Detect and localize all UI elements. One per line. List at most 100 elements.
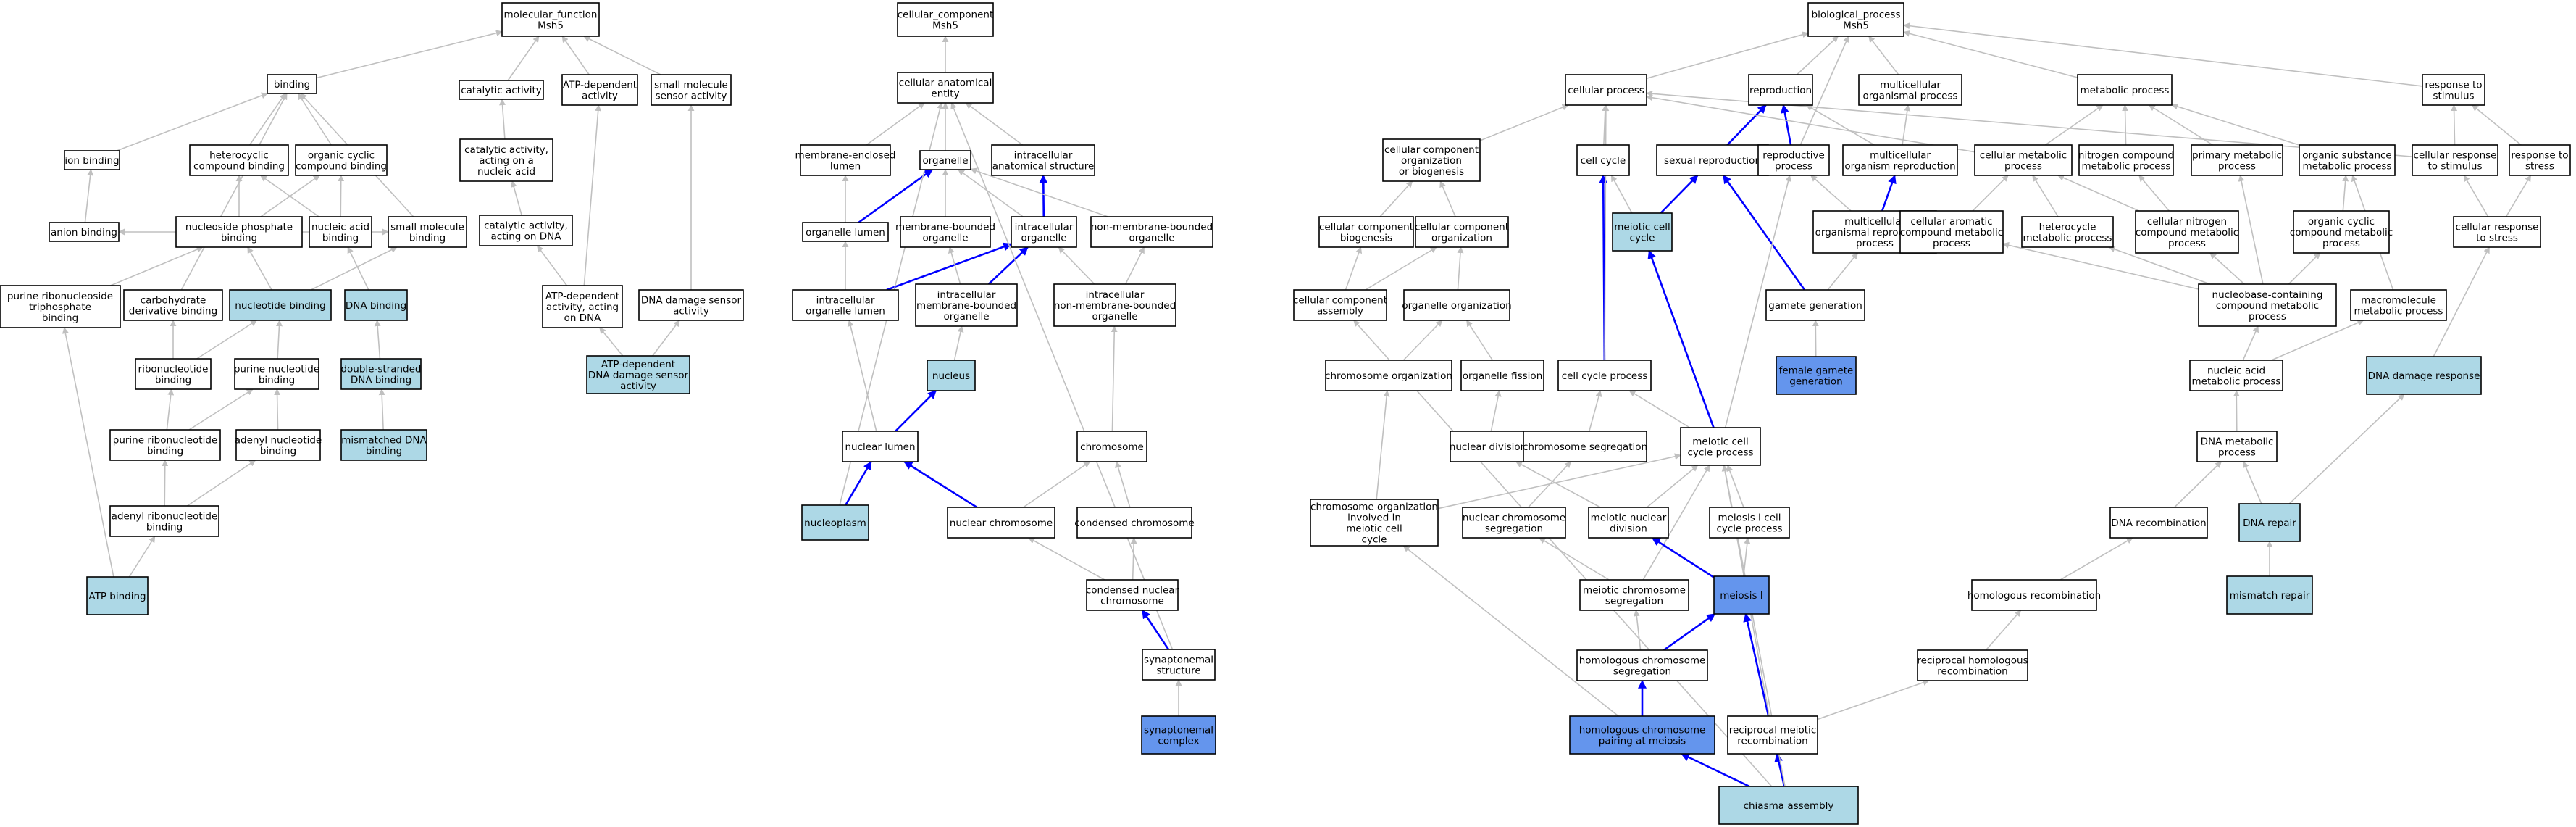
go-term-node-catalytic: catalytic activity <box>459 80 544 100</box>
go-term-label: condensed chromosome <box>1074 518 1195 529</box>
edge-dnametab-to-nametab <box>2233 390 2240 432</box>
edge-nucleus-to-intmembound <box>953 325 964 361</box>
go-term-label-line: cell cycle <box>1581 155 1626 167</box>
go-term-label-line: division <box>1610 523 1647 535</box>
go-term-box <box>1680 427 1761 466</box>
edge-cellmetab-to-cellproc <box>1646 94 1975 153</box>
edge-nuclumen-to-nucleus <box>895 390 937 432</box>
go-term-label-line: cellular component <box>1319 222 1413 233</box>
go-term-box <box>1612 212 1673 252</box>
go-term-label-line: binding <box>260 446 296 457</box>
go-term-box <box>947 507 1055 539</box>
go-term-label-line: process <box>1775 161 1812 173</box>
go-term-label-line: nuclear chromosome <box>1463 512 1565 524</box>
go-term-label-line: organization <box>1401 155 1462 167</box>
go-term-label-line: recombination <box>1737 736 1807 747</box>
go-term-box <box>897 2 994 37</box>
go-term-node-catdna: catalytic activity,acting on DNA <box>479 215 573 246</box>
go-term-node-nucb: nucleotide binding <box>229 289 332 321</box>
go-term-label-line: organelle lumen <box>806 227 885 238</box>
go-term-box <box>1403 289 1510 321</box>
go-term-node-organelle: organelle <box>919 150 971 170</box>
go-term-label-line: segregation <box>1613 666 1671 678</box>
go-term-label: DNA damage response <box>2368 370 2480 382</box>
go-term-label: cell cycle process <box>1562 370 1648 382</box>
go-term-box <box>1765 289 1865 321</box>
go-term-box <box>0 285 121 328</box>
go-term-label: chromosome <box>1080 441 1144 453</box>
go-term-node-chromorg: chromosome organization <box>1325 360 1452 391</box>
go-term-label-line: nucleic acid <box>311 222 369 233</box>
go-term-node-chromosome: chromosome <box>1076 431 1147 462</box>
go-term-label-line: chiasma assembly <box>1744 800 1834 812</box>
go-term-node-nucdiv: nuclear division <box>1450 431 1526 462</box>
edge-gamgen-to-multireproproc <box>1827 252 1859 291</box>
go-term-label: nuclear division <box>1450 441 1526 453</box>
go-term-label-line: organelle <box>1092 311 1137 323</box>
edge-cellarom-to-cellmetab <box>1972 175 2009 212</box>
edge-orglumen-to-organelle <box>858 168 933 224</box>
edge-meicellproc-to-reproproc <box>1724 175 1791 428</box>
go-term-label-line: involved in <box>1347 512 1401 524</box>
go-term-box <box>2196 431 2278 462</box>
edge-homrecomb-to-dnarecomb <box>2059 537 2133 581</box>
go-term-box <box>388 216 467 248</box>
go-term-label-line: multicellular <box>1844 216 1905 228</box>
edge-cellproc-to-bp <box>1646 31 1809 80</box>
go-term-label-line: compound metabolic <box>2216 300 2319 312</box>
go-term-label-line: multicellular <box>1880 80 1941 91</box>
go-term-box <box>2350 289 2447 321</box>
go-term-label-line: process <box>2004 161 2042 173</box>
edge-nucleoplasm-to-nuclumen <box>845 460 872 506</box>
go-term-label-line: intracellular <box>1014 150 1073 162</box>
go-term-label-line: organelle <box>922 155 968 167</box>
go-term-label-line: on DNA <box>564 312 602 324</box>
go-term-label-line: anatomical structure <box>992 161 1095 173</box>
go-term-label: organelle lumen <box>806 227 885 238</box>
edge-chiasma-to-hompairing <box>1681 752 1750 788</box>
go-term-label-line: assembly <box>1317 306 1363 317</box>
go-term-box <box>1727 715 1818 755</box>
go-term-label-line: structure <box>1156 665 1200 677</box>
go-term-label-line: homologous chromosome <box>1579 725 1706 736</box>
go-term-label-line: cellular process <box>1568 85 1644 96</box>
go-term-box <box>1053 283 1176 327</box>
go-term-node-dnadmgresp: DNA damage response <box>2366 356 2482 395</box>
go-term-label-line: reciprocal homologous <box>1917 655 2028 667</box>
go-term-label-line: catalytic activity, <box>464 144 548 156</box>
go-term-label-line: ATP binding <box>88 591 146 602</box>
go-term-label-line: carbohydrate <box>141 295 206 307</box>
edge-catalytic-to-mf <box>507 36 540 81</box>
go-term-label: cell cycle <box>1581 155 1626 167</box>
go-term-box <box>1917 649 2028 681</box>
go-term-label-line: double-stranded <box>340 364 421 375</box>
go-term-label-line: meiotic chromosome <box>1583 585 1686 597</box>
go-term-node-nucleus: nucleus <box>927 360 976 391</box>
go-term-box <box>2135 210 2239 254</box>
go-term-box <box>501 2 600 37</box>
go-term-node-cellcycproc: cell cycle process <box>1557 360 1652 391</box>
edge-meicellproc-to-meioticcell <box>1647 249 1715 428</box>
go-term-label-line: response to <box>2425 80 2482 91</box>
edge-multirepro-to-multiorg <box>1902 104 1911 146</box>
go-term-label-line: Msh5 <box>932 20 958 32</box>
